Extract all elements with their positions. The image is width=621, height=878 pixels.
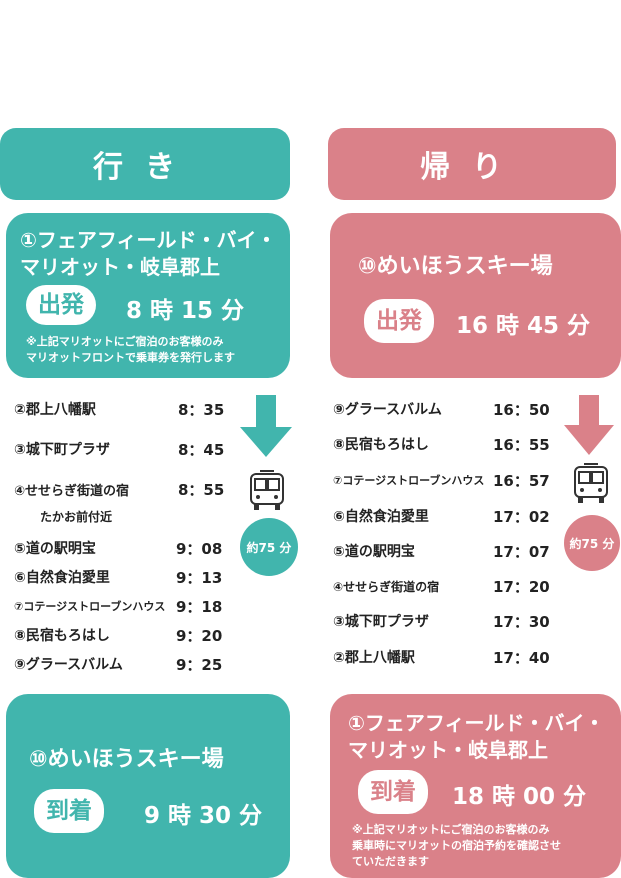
stop-time: 8：35: [178, 400, 225, 419]
stop-name: ⑧民宿もろはし: [14, 628, 110, 644]
stop-time: 17：07: [493, 542, 550, 561]
stop-time: 8：55: [178, 480, 225, 499]
stop-time: 9：25: [176, 655, 223, 674]
outbound-header: 行き: [0, 128, 290, 200]
stop-name: ⑨グラースバルム: [14, 657, 123, 673]
return-arrival-note: ※上記マリオットにご宿泊のお客様のみ 乗車時にマリオットの宿泊予約を確認させ て…: [352, 823, 561, 868]
outbound-departure-badge: 出発: [26, 285, 96, 325]
stop-name: ②郡上八幡駅: [14, 402, 96, 418]
bus-icon: [574, 463, 608, 503]
stop-name: ⑥自然食泊愛里: [333, 509, 429, 525]
return-duration-badge: 約75 分: [564, 515, 620, 571]
outbound-departure-note: ※上記マリオットにご宿泊のお客様のみ マリオットフロントで乗車券を発行します: [26, 335, 235, 364]
stop-name: ⑦コテージストローブンハウス: [333, 474, 485, 487]
return-duration: 約75 分: [569, 536, 615, 551]
stop-time: 9：20: [176, 626, 223, 645]
return-departure-badge: 出発: [364, 299, 434, 343]
stop-time: 16：57: [493, 471, 550, 490]
return-arrival-time: 18 時 00 分: [452, 784, 587, 810]
return-arrival-badge: 到着: [358, 770, 428, 814]
return-departure-time: 16 時 45 分: [456, 313, 591, 339]
outbound-arrival-badge: 到着: [34, 789, 104, 833]
stop-time: 16：50: [493, 400, 550, 419]
stop-time: 17：30: [493, 612, 550, 631]
stop-name: ⑧民宿もろはし: [333, 437, 429, 453]
stop-name: ⑨グラースバルム: [333, 402, 442, 418]
stop-name: ②郡上八幡駅: [333, 650, 415, 666]
outbound-arrival-title: ⑩めいほうスキー場: [29, 747, 224, 772]
stop-name: ④せせらぎ街道の宿: [333, 579, 440, 594]
stop-time: 17：02: [493, 507, 550, 526]
return-departure-title: ⑩めいほうスキー場: [358, 254, 553, 279]
stop-name: ⑤道の駅明宝: [14, 541, 96, 557]
return-arrival-title: ①フェアフィールド・バイ・ マリオット・岐阜郡上: [348, 711, 605, 762]
stop-name: ⑤道の駅明宝: [333, 544, 415, 560]
return-header: 帰り: [328, 128, 616, 200]
stop-time: 16：55: [493, 435, 550, 454]
return-stop-list: ⑨グラースバルム 16：50 ⑧民宿もろはし 16：55 ⑦コテージストローブン…: [333, 0, 563, 878]
return-departure-card: ⑩めいほうスキー場 出発 16 時 45 分: [330, 213, 621, 378]
stop-sub-note: たかお前付近: [40, 510, 113, 524]
stop-name: ③城下町プラザ: [14, 442, 110, 458]
stop-time: 8：45: [178, 440, 225, 459]
arrow-down-icon: [240, 395, 292, 457]
stop-time: 17：20: [493, 577, 550, 596]
outbound-duration-badge: 約75 分: [240, 518, 298, 576]
arrow-down-icon: [564, 395, 614, 455]
stop-name: ④せせらぎ街道の宿: [14, 483, 130, 499]
stop-time: 9：13: [176, 568, 223, 587]
stop-time: 9：18: [176, 597, 223, 616]
outbound-header-label: 行き: [93, 150, 197, 185]
stop-time: 9：08: [176, 539, 223, 558]
return-arrival-card: ①フェアフィールド・バイ・ マリオット・岐阜郡上 到着 18 時 00 分 ※上…: [330, 694, 621, 878]
stop-time: 17：40: [493, 648, 550, 667]
outbound-departure-title: ①フェアフィールド・バイ・ マリオット・岐阜郡上: [20, 228, 277, 279]
bus-icon: [250, 470, 284, 510]
outbound-departure-card: ①フェアフィールド・バイ・ マリオット・岐阜郡上 出発 8 時 15 分 ※上記…: [6, 213, 290, 378]
stop-name: ③城下町プラザ: [333, 614, 429, 630]
outbound-duration: 約75 分: [246, 540, 292, 555]
stop-name: ⑥自然食泊愛里: [14, 570, 110, 586]
outbound-departure-time: 8 時 15 分: [126, 298, 245, 324]
outbound-arrival-card: ⑩めいほうスキー場 到着 9 時 30 分: [6, 694, 290, 878]
outbound-stop-list: ②郡上八幡駅 8：35 ③城下町プラザ 8：45 ④せせらぎ街道の宿 8：55 …: [14, 0, 234, 878]
return-header-label: 帰り: [420, 150, 524, 185]
stop-name: ⑦コテージストローブンハウス: [14, 600, 166, 613]
outbound-arrival-time: 9 時 30 分: [144, 803, 263, 829]
